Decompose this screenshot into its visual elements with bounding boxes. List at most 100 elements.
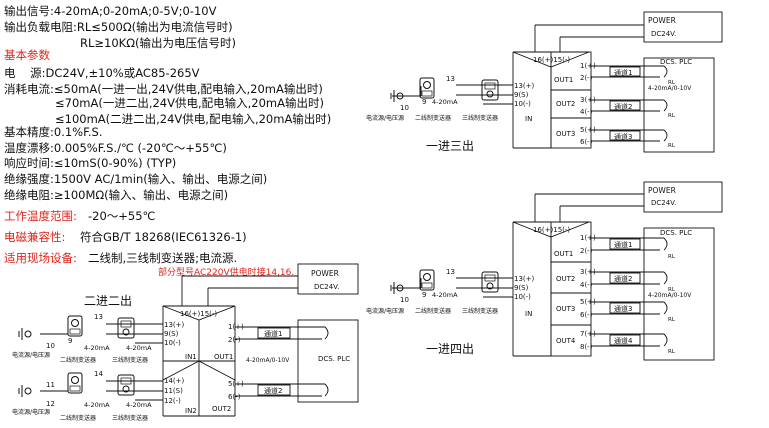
temp-range-label: 工作温度范围: bbox=[4, 209, 77, 223]
out-8-minus: 8(-) bbox=[580, 343, 593, 351]
rl-label: RL bbox=[668, 254, 676, 260]
out-1-plus: 1(+) bbox=[580, 62, 596, 70]
diagram-two-in-two-out bbox=[40, 263, 359, 417]
out-6-minus: 6(-) bbox=[228, 393, 241, 401]
dc24v-label: DC24V. bbox=[651, 199, 676, 207]
out2-label: OUT2 bbox=[556, 275, 575, 283]
term-num-11: 11 bbox=[46, 381, 55, 389]
channel-2: 通道2 bbox=[614, 102, 632, 111]
term-num-9: 9 bbox=[68, 337, 72, 345]
title-one-in-three-out: 一进三出 bbox=[426, 139, 474, 153]
out-5-plus: 5(+) bbox=[228, 380, 244, 388]
channel-4: 通道4 bbox=[614, 336, 633, 345]
out-1-plus: 1(+) bbox=[228, 323, 244, 331]
spec-power: 电 源:DC24V,±10%或AC85-265V bbox=[4, 66, 200, 80]
in-label: IN bbox=[525, 115, 532, 123]
two-wire-label: 二线制变送器 bbox=[415, 307, 451, 315]
basic-params-title: 基本参数 bbox=[4, 48, 50, 62]
range-label: 4-20mA/0-10V bbox=[246, 357, 290, 364]
range-label: 4-20mA/0-10V bbox=[648, 292, 692, 299]
rl-label: RL bbox=[668, 80, 676, 86]
term-num-9: 9 bbox=[422, 291, 426, 299]
out-4-minus: 4(-) bbox=[580, 108, 593, 116]
spec-response: 响应时间:≤10mS(0-90%) (TYP) bbox=[4, 156, 177, 170]
terminal-13: 13(+) bbox=[514, 275, 535, 283]
three-wire-transmitter-icon bbox=[481, 79, 499, 101]
term-num-12: 12 bbox=[46, 400, 55, 408]
three-wire-label: 三线制变送器 bbox=[462, 307, 498, 315]
out-6-minus: 6(-) bbox=[580, 311, 593, 319]
ma-label: 4-20mA bbox=[126, 344, 152, 352]
out-6-minus: 6(-) bbox=[580, 138, 593, 146]
term-num-13: 13 bbox=[446, 75, 455, 83]
channel-3: 通道3 bbox=[614, 304, 632, 313]
supply-terminals: 16(+)15(-) bbox=[533, 226, 570, 234]
term-num-13: 13 bbox=[446, 268, 455, 276]
supply-terminals: 16(+)15(-) bbox=[180, 310, 217, 318]
spec-insulation-strength: 绝缘强度:1500V AC/1min(输入、输出、电源之间) bbox=[4, 172, 268, 186]
diagram-one-in-three-out bbox=[392, 11, 723, 153]
emc-value: 符合GB/T 18268(IEC61326-1) bbox=[80, 230, 247, 244]
three-wire-transmitter-icon bbox=[117, 374, 135, 396]
channel-3: 通道3 bbox=[614, 132, 632, 141]
channel-1: 通道1 bbox=[264, 329, 282, 338]
out-5-plus: 5(+) bbox=[580, 298, 596, 306]
out1-label: OUT1 bbox=[554, 250, 573, 258]
three-wire-label: 三线制变送器 bbox=[112, 414, 148, 422]
rl-label: RL bbox=[668, 113, 676, 119]
out1-label: OUT1 bbox=[554, 76, 573, 84]
current-source-icon bbox=[18, 327, 32, 341]
out-2-minus: 2(-) bbox=[580, 74, 593, 82]
rl-label: RL bbox=[668, 349, 676, 355]
spec-consumption-3: ≤100mA(二进二出,24V供电,配电输入,20mA输出时) bbox=[55, 112, 332, 126]
out2-label: OUT2 bbox=[212, 405, 231, 413]
ma-label: 4-20mA bbox=[126, 401, 152, 409]
spec-load-voltage: RL≥10KΩ(输出为电压信号时) bbox=[80, 36, 236, 50]
out2-label: OUT2 bbox=[556, 100, 575, 108]
terminal-10: 10(-) bbox=[514, 293, 531, 301]
source-label: 电流源/电压源 bbox=[366, 307, 404, 315]
terminal-14: 14(+) bbox=[164, 377, 185, 385]
spec-consumption-1: 消耗电流:≤50mA(一进一出,24V供电,配电输入,20mA输出时) bbox=[4, 82, 323, 96]
terminal-10: 10(-) bbox=[514, 100, 531, 108]
out-5-plus: 5(+) bbox=[580, 126, 596, 134]
terminal-9: 9(S) bbox=[514, 91, 529, 99]
rl-label: RL bbox=[668, 317, 676, 323]
terminal-11: 11(S) bbox=[164, 387, 183, 395]
ac220-note: 部分型号AC220V供电时接14,16. bbox=[158, 268, 295, 278]
two-wire-transmitter-icon bbox=[67, 372, 83, 394]
field-devices-label: 适用现场设备: bbox=[4, 251, 77, 265]
channel-2: 通道2 bbox=[264, 386, 282, 395]
diagram-one-in-four-out bbox=[392, 181, 723, 361]
power-label: POWER bbox=[648, 186, 676, 195]
out3-label: OUT3 bbox=[556, 305, 575, 313]
in1-label: IN1 bbox=[185, 353, 197, 361]
channel-1: 通道1 bbox=[614, 240, 632, 249]
in2-label: IN2 bbox=[185, 407, 197, 415]
terminal-13: 13(+) bbox=[164, 321, 185, 329]
spec-load-current: 输出负载电阻:RL≤500Ω(输出为电流信号时) bbox=[4, 20, 233, 34]
terminal-13: 13(+) bbox=[514, 82, 535, 90]
spec-drift: 温度漂移:0.005%F.S./℃ (-20℃～+55℃) bbox=[4, 141, 227, 155]
term-num-9: 9 bbox=[422, 98, 426, 106]
two-wire-label: 二线制变送器 bbox=[60, 414, 96, 422]
dc24v-label: DC24V. bbox=[651, 30, 676, 38]
rl-label: RL bbox=[668, 143, 676, 149]
channel-2: 通道2 bbox=[614, 274, 632, 283]
spec-output-signal: 输出信号:4-20mA;0-20mA;0-5V;0-10V bbox=[4, 4, 217, 18]
title-one-in-four-out: 一进四出 bbox=[426, 342, 474, 356]
spec-accuracy: 基本精度:0.1%F.S. bbox=[4, 125, 103, 139]
out1-label: OUT1 bbox=[214, 353, 233, 361]
ma-label: 4-20mA bbox=[84, 401, 110, 409]
out-3-plus: 3(+) bbox=[580, 268, 596, 276]
out-3-plus: 3(+) bbox=[580, 96, 596, 104]
source-label: 电流源/电压源 bbox=[12, 408, 50, 416]
three-wire-label: 三线制变送器 bbox=[112, 356, 148, 364]
spec-consumption-2: ≤70mA(一进二出,24V供电,配电输入,20mA输出时) bbox=[55, 96, 324, 110]
out4-label: OUT4 bbox=[556, 337, 576, 345]
range-label: 4-20mA/0-10V bbox=[648, 85, 692, 92]
three-wire-transmitter-icon bbox=[481, 271, 499, 293]
terminal-10: 10(-) bbox=[164, 339, 181, 347]
power-label: POWER bbox=[311, 269, 339, 278]
terminal-12: 12(-) bbox=[164, 397, 181, 405]
